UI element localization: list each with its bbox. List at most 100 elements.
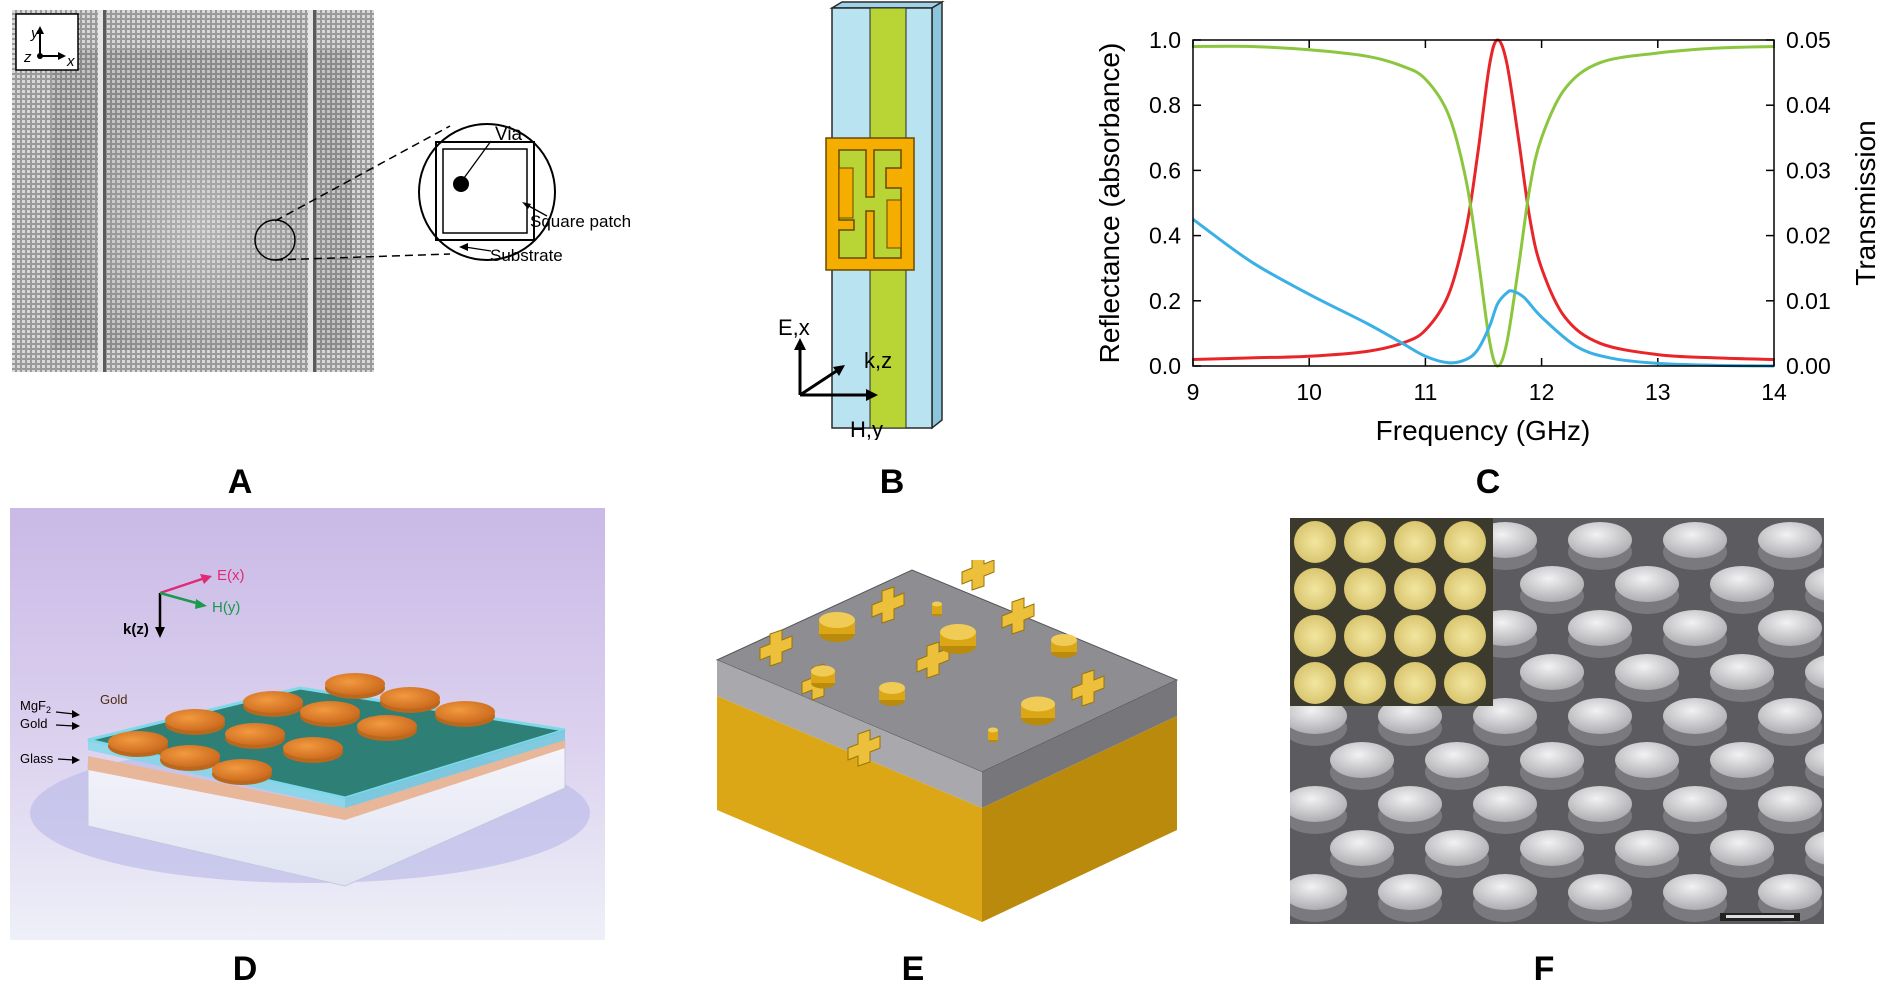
inset-gold-disk — [1394, 521, 1436, 563]
inset-gold-disk — [1294, 662, 1336, 704]
y-axis-title: Reflectance (absorbance) — [1094, 43, 1125, 364]
nanopillar — [1378, 874, 1442, 910]
nanopillar — [1473, 698, 1537, 734]
y2-tick-label: 0.02 — [1786, 223, 1831, 249]
inset-gold-disk — [1444, 568, 1486, 610]
nanopillar — [1805, 567, 1824, 601]
x-tick-label: 14 — [1761, 379, 1787, 405]
nanopillar — [1805, 655, 1824, 689]
axis-z-label: z — [23, 49, 32, 66]
gold-disk-array — [108, 673, 495, 785]
nanopillar — [1473, 786, 1537, 822]
inset-gold-disk — [1294, 615, 1336, 657]
nanopillar — [1520, 654, 1584, 690]
panel-f-sem-image — [1290, 518, 1824, 924]
y2-tick-label: 0.03 — [1786, 157, 1831, 183]
field-e-label-d: E(x) — [217, 567, 245, 584]
inset-gold-disk — [1344, 662, 1386, 704]
y-tick-label: 0.0 — [1149, 353, 1181, 379]
nanopillar — [1290, 874, 1347, 910]
nanopillar — [1758, 874, 1822, 910]
nanopillar — [1425, 742, 1489, 778]
inset-gold-disk — [1294, 521, 1336, 563]
axis-x-label: x — [66, 53, 75, 70]
panel-label-a: A — [227, 463, 253, 501]
y2-tick-label: 0.04 — [1786, 92, 1831, 118]
inset-gold-disk — [1444, 662, 1486, 704]
nanopillar — [1710, 742, 1774, 778]
field-h-label: H,y — [850, 417, 883, 440]
nanopillar — [1568, 610, 1632, 646]
y-tick-label: 0.6 — [1149, 157, 1181, 183]
nanopillar — [1425, 830, 1489, 866]
nanopillar — [1330, 830, 1394, 866]
field-k-label-d: k(z) — [123, 621, 149, 638]
inset-disk-grid — [1294, 521, 1486, 704]
nanopillar — [1520, 830, 1584, 866]
inset-gold-disk — [1344, 568, 1386, 610]
nanopillar — [1710, 654, 1774, 690]
panel-label-c: C — [1475, 463, 1501, 501]
label-gold-disk: Gold — [100, 692, 127, 707]
panel-label-d: D — [232, 950, 258, 988]
nanopillar — [1378, 786, 1442, 822]
nanopillar — [1473, 874, 1537, 910]
panel-d-illustration: E(x) H(y) k(z) Gold MgF2 Gold Glass — [10, 508, 605, 940]
y-tick-label: 0.8 — [1149, 92, 1181, 118]
nanopillar — [1615, 566, 1679, 602]
nanopillar — [1290, 786, 1347, 822]
panel-label-f: F — [1533, 950, 1555, 988]
y2-tick-label: 0.05 — [1786, 27, 1831, 53]
nanopillar — [1568, 874, 1632, 910]
nanopillar — [1758, 610, 1822, 646]
nanopillar — [1568, 698, 1632, 734]
series-line-1 — [1192, 38, 1775, 361]
nanopillar — [1663, 610, 1727, 646]
inset-gold-disk — [1394, 662, 1436, 704]
nanopillar — [1758, 698, 1822, 734]
x-tick-label: 10 — [1296, 379, 1322, 405]
nanopillar — [1805, 743, 1824, 777]
x-axis-title: Frequency (GHz) — [1376, 415, 1591, 446]
inset-gold-disk — [1444, 615, 1486, 657]
x-tick-label: 11 — [1413, 379, 1437, 405]
label-glass: Glass — [20, 751, 54, 766]
inset-gold-disk — [1294, 568, 1336, 610]
x-tick-label: 13 — [1645, 379, 1671, 405]
y2-tick-label: 0.01 — [1786, 288, 1831, 314]
disk-particle-array — [811, 601, 1077, 743]
panel-a-photo: y z x — [12, 10, 374, 372]
field-h-label-d: H(y) — [212, 599, 240, 616]
panel-a-callout: Via Square patch Substrate — [274, 123, 630, 265]
nanopillar — [1805, 831, 1824, 865]
via-dot — [453, 176, 469, 192]
nanopillar — [1615, 742, 1679, 778]
x-tick-label: 12 — [1529, 379, 1555, 405]
label-gold-layer: Gold — [20, 716, 47, 731]
y2-tick-label: 0.00 — [1786, 353, 1831, 379]
nanopillar — [1758, 786, 1822, 822]
x-tick-label: 9 — [1187, 379, 1200, 405]
nanopillar — [1710, 830, 1774, 866]
chart-series — [1192, 38, 1775, 368]
series-line-3 — [1192, 218, 1775, 368]
field-k-label: k,z — [864, 348, 892, 373]
y-tick-label: 0.4 — [1149, 223, 1181, 249]
y-tick-label: 0.2 — [1149, 288, 1181, 314]
nanopillar — [1330, 742, 1394, 778]
y2-axis-title: Transmission — [1850, 120, 1881, 285]
series-line-2 — [1192, 44, 1775, 368]
field-e-label: E,x — [778, 315, 810, 340]
nanopillar — [1568, 522, 1632, 558]
nanopillar — [1663, 874, 1727, 910]
panel-a: y z x — [12, 10, 374, 372]
nanopillar — [1378, 698, 1442, 734]
nanopillar — [1710, 566, 1774, 602]
nanopillar — [1568, 786, 1632, 822]
inset-gold-disk — [1444, 521, 1486, 563]
label-mgf2: MgF2 — [20, 698, 51, 715]
nanopillar — [1663, 786, 1727, 822]
inset-gold-disk — [1344, 521, 1386, 563]
nanopillar — [1663, 522, 1727, 558]
